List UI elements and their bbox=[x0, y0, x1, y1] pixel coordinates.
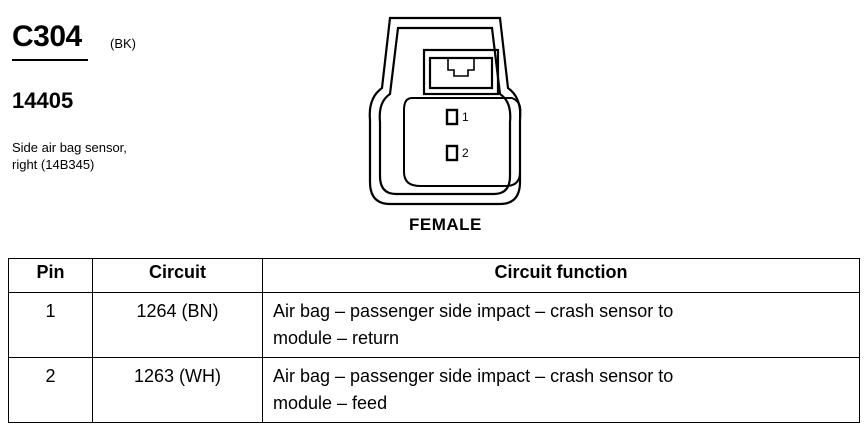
connector-latch bbox=[422, 48, 500, 96]
connector-latch-inner bbox=[428, 56, 494, 90]
circuit-id: 1264 (BN) bbox=[92, 292, 263, 358]
header-pin: Pin bbox=[8, 258, 93, 293]
pin-cavity-area bbox=[403, 97, 522, 187]
pin-2-terminal bbox=[445, 144, 459, 162]
circuit-function-line: module – feed bbox=[273, 393, 388, 413]
circuit-function-line: Air bag – passenger side impact – crash … bbox=[273, 301, 674, 321]
part-number: 14405 bbox=[12, 88, 74, 113]
connector-outer-housing bbox=[368, 16, 522, 206]
header-circuit-function: Circuit function bbox=[262, 258, 860, 293]
pin-number: 1 bbox=[8, 292, 93, 358]
connector-inner-housing bbox=[378, 26, 512, 196]
connector-face-diagram bbox=[368, 16, 522, 206]
pin-2-label: 2 bbox=[462, 146, 469, 160]
pinout-header-row: Pin Circuit Circuit function bbox=[8, 258, 860, 293]
pin-1-terminal bbox=[445, 108, 459, 126]
description-line-1: Side air bag sensor, bbox=[12, 140, 127, 155]
header-circuit: Circuit bbox=[92, 258, 263, 293]
connector-color-code: (BK) bbox=[110, 36, 136, 51]
connector-latch-notch bbox=[447, 58, 475, 77]
connector-id: C304 bbox=[12, 20, 82, 53]
pin-1-label: 1 bbox=[462, 110, 469, 124]
circuit-function: Air bag – passenger side impact – crash … bbox=[262, 357, 860, 423]
circuit-function: Air bag – passenger side impact – crash … bbox=[262, 292, 860, 358]
table-row: 2 1263 (WH) Air bag – passenger side imp… bbox=[8, 357, 860, 423]
pin-number: 2 bbox=[8, 357, 93, 423]
description-line-2: right (14B345) bbox=[12, 157, 95, 172]
connector-description: Side air bag sensor, right (14B345) bbox=[12, 139, 127, 173]
connector-id-underline bbox=[12, 59, 88, 61]
pinout-table: Pin Circuit Circuit function 1 1264 (BN)… bbox=[8, 258, 860, 423]
table-row: 1 1264 (BN) Air bag – passenger side imp… bbox=[8, 292, 860, 358]
circuit-function-line: Air bag – passenger side impact – crash … bbox=[273, 366, 674, 386]
circuit-id: 1263 (WH) bbox=[92, 357, 263, 423]
connector-gender-label: FEMALE bbox=[409, 215, 482, 234]
circuit-function-line: module – return bbox=[273, 328, 400, 348]
